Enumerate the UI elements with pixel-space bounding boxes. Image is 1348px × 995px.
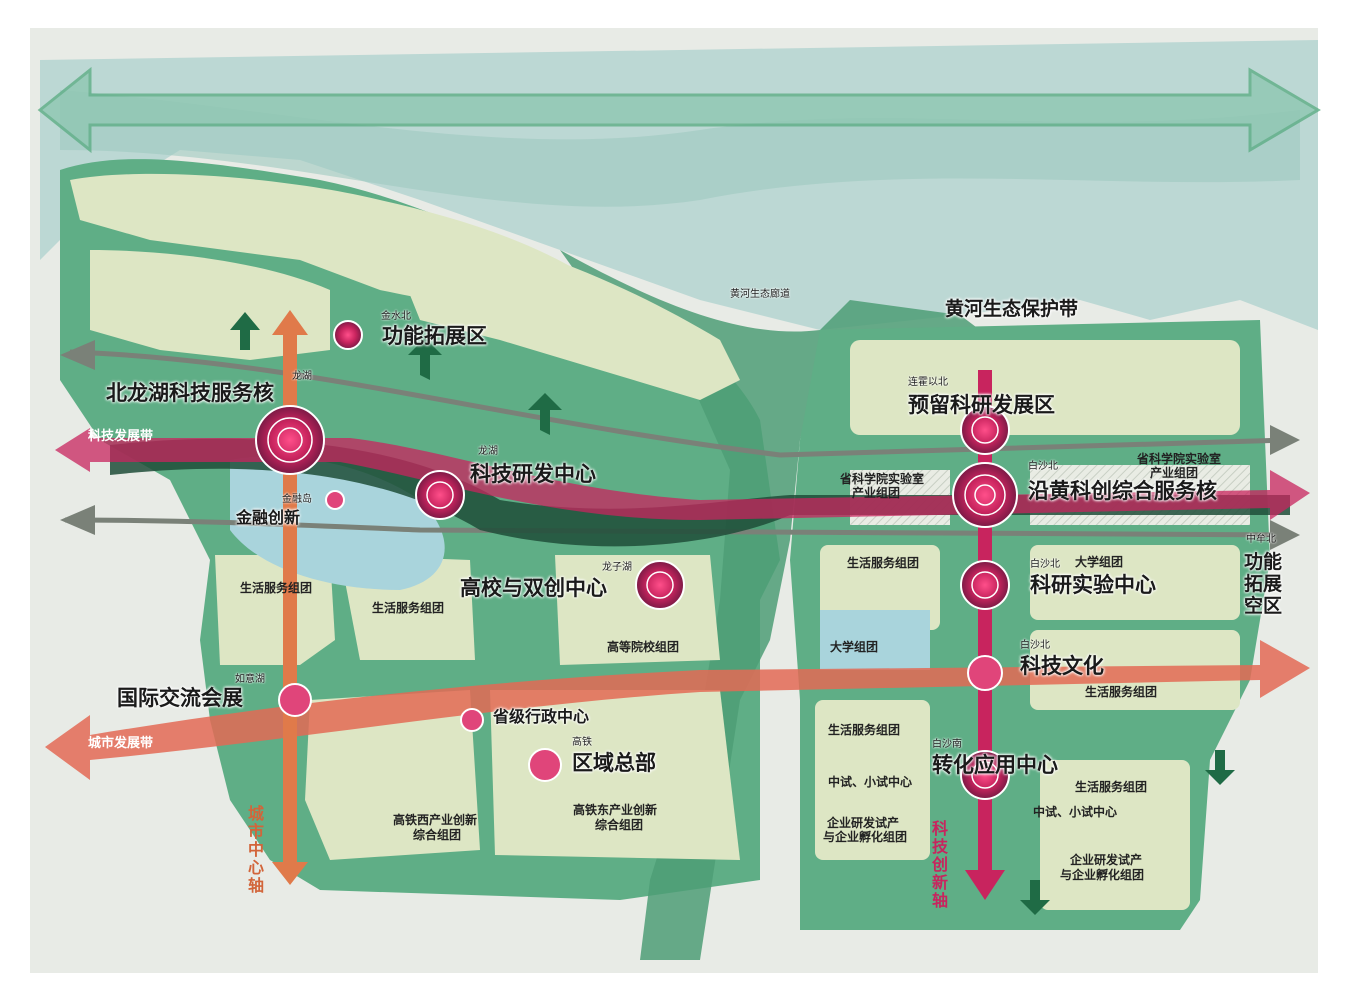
innovation-axis-label-text: 科技创新轴 bbox=[929, 820, 948, 910]
group-life-1: 生活服务组团 bbox=[240, 581, 313, 595]
zone-provincial-admin: 省级行政中心 bbox=[493, 707, 590, 726]
road-south bbox=[64, 517, 1291, 538]
group-life-e3: 生活服务组团 bbox=[1085, 685, 1158, 699]
road-north bbox=[69, 349, 1291, 458]
station-longhu-2: 龙湖 bbox=[478, 446, 498, 457]
group-enterprise-2b: 与企业孵化组团 bbox=[1060, 868, 1145, 882]
zone-reserve-rd: 预留科研发展区 bbox=[908, 393, 1055, 417]
north-middle-block bbox=[380, 220, 740, 400]
node-yellow-river-core bbox=[952, 462, 1018, 528]
zone-tech-culture: 科技文化 bbox=[1020, 654, 1104, 678]
zone-university-center: 高校与双创中心 bbox=[460, 576, 607, 600]
function-expand-east-label: 功能拓展空区 bbox=[1244, 551, 1283, 617]
node-ruyihu bbox=[278, 683, 312, 717]
station-longzihu: 龙子湖 bbox=[602, 562, 632, 573]
zone-function-expand: 功能拓展区 bbox=[382, 324, 487, 348]
group-academy-right-1: 省科学院实验室 bbox=[1137, 452, 1222, 466]
node-beilonghu bbox=[255, 405, 325, 475]
road-arrow-w2 bbox=[60, 505, 95, 535]
group-hsr-west-2: 综合组团 bbox=[413, 828, 462, 842]
green-arrow-5 bbox=[1205, 750, 1235, 785]
zone-regional-hq: 区域总部 bbox=[572, 751, 656, 775]
group-academy-right-2: 产业组团 bbox=[1150, 466, 1199, 480]
station-baishabei-2: 白沙北 bbox=[1030, 559, 1060, 570]
group-life-e2: 生活服务组团 bbox=[828, 723, 901, 737]
east-univ-block-2 bbox=[1030, 545, 1240, 620]
group-pilot-1: 中试、小试中心 bbox=[828, 775, 913, 789]
city-axis-label: 城市中心轴 bbox=[245, 805, 264, 895]
station-gaotie: 高铁 bbox=[572, 737, 592, 748]
group-academy-left-2: 产业组团 bbox=[852, 486, 901, 500]
node-lianhuo bbox=[960, 405, 1010, 455]
station-jinrongdao: 金融岛 bbox=[282, 494, 312, 505]
green-arrow-4 bbox=[1020, 880, 1050, 915]
group-life-e4: 生活服务组团 bbox=[1075, 780, 1148, 794]
tech-band-label: 科技发展带 bbox=[88, 429, 154, 444]
river-channel bbox=[60, 90, 1300, 207]
station-baishabei-3: 白沙北 bbox=[1020, 640, 1050, 651]
road-arrow-w1 bbox=[60, 340, 95, 370]
east-pilot-block-1 bbox=[815, 700, 930, 860]
west-life-block bbox=[215, 555, 335, 665]
city-axis-arrow-s bbox=[272, 862, 308, 885]
station-jinshuibei: 金水北 bbox=[381, 311, 411, 322]
protection-belt-label: 黄河生态保护带 bbox=[945, 298, 1079, 320]
east-univ-block-1 bbox=[820, 610, 930, 670]
zone-transform-center: 转化应用中心 bbox=[932, 753, 1058, 777]
node-transform bbox=[960, 750, 1010, 800]
east-life-block-1 bbox=[820, 545, 940, 630]
group-univ-e2: 大学组团 bbox=[1075, 555, 1124, 569]
group-enterprise-1b: 与企业孵化组团 bbox=[823, 830, 908, 844]
reserve-rd-block bbox=[850, 340, 1240, 435]
node-longzihu bbox=[635, 560, 685, 610]
city-axis-arrow-n bbox=[272, 310, 308, 335]
group-hsr-west-1: 高铁西产业创新 bbox=[393, 813, 478, 827]
group-enterprise-1a: 企业研发试产 bbox=[827, 816, 900, 830]
green-arrow-1 bbox=[230, 312, 260, 350]
corridor-label: 黄河生态廊道 bbox=[730, 289, 790, 300]
river-double-arrow bbox=[37, 66, 1321, 154]
station-baishanan: 白沙南 bbox=[932, 739, 962, 750]
group-college: 高等院校组团 bbox=[607, 640, 680, 654]
node-research-lab bbox=[960, 560, 1010, 610]
node-rd-center bbox=[415, 470, 465, 520]
group-life-2: 生活服务组团 bbox=[372, 601, 445, 615]
group-hsr-east-1: 高铁东产业创新 bbox=[573, 803, 658, 817]
station-ruyihu: 如意湖 bbox=[235, 674, 265, 685]
station-lianhuo: 连霍以北 bbox=[908, 377, 948, 388]
innovation-axis-arrow bbox=[965, 870, 1005, 900]
city-band-label: 城市发展带 bbox=[88, 736, 154, 751]
group-enterprise-2a: 企业研发试产 bbox=[1070, 853, 1143, 867]
road-arrow-e1 bbox=[1270, 425, 1300, 455]
group-pilot-2: 中试、小试中心 bbox=[1033, 805, 1118, 819]
zone-beilonghu-core: 北龙湖科技服务核 bbox=[106, 381, 274, 405]
zone-rd-center: 科技研发中心 bbox=[470, 462, 596, 486]
central-green-corridor bbox=[560, 250, 980, 960]
zone-exhibition: 国际交流会展 bbox=[117, 686, 243, 710]
node-gaotie bbox=[528, 748, 562, 782]
east-pilot-block-2 bbox=[1040, 760, 1190, 910]
node-jinshuibei bbox=[333, 320, 363, 350]
green-arrow-3 bbox=[528, 393, 562, 435]
zone-research-lab: 科研实验中心 bbox=[1030, 573, 1156, 597]
group-life-e1: 生活服务组团 bbox=[847, 556, 920, 570]
green-arrow-2 bbox=[408, 338, 442, 380]
station-baishabei-1: 白沙北 bbox=[1028, 461, 1058, 472]
group-hsr-east-2: 综合组团 bbox=[595, 818, 644, 832]
hsr-east-block bbox=[490, 690, 740, 860]
node-provincial-admin bbox=[460, 708, 484, 732]
group-univ-e1: 大学组团 bbox=[830, 640, 879, 654]
road-arrow-e2 bbox=[1270, 520, 1300, 550]
node-tech-culture bbox=[967, 655, 1003, 691]
node-jinrongdao bbox=[325, 490, 345, 510]
zone-finance: 金融创新 bbox=[236, 508, 301, 527]
group-academy-left-1: 省科学院实验室 bbox=[840, 472, 925, 486]
station-longhu-1: 龙湖 bbox=[292, 371, 312, 382]
beilonghu-block bbox=[90, 250, 330, 360]
zone-yellow-river-core: 沿黄科创综合服务核 bbox=[1028, 479, 1217, 503]
station-zhongmoubei: 中牟北 bbox=[1246, 534, 1276, 545]
hsr-west-block bbox=[305, 690, 480, 860]
